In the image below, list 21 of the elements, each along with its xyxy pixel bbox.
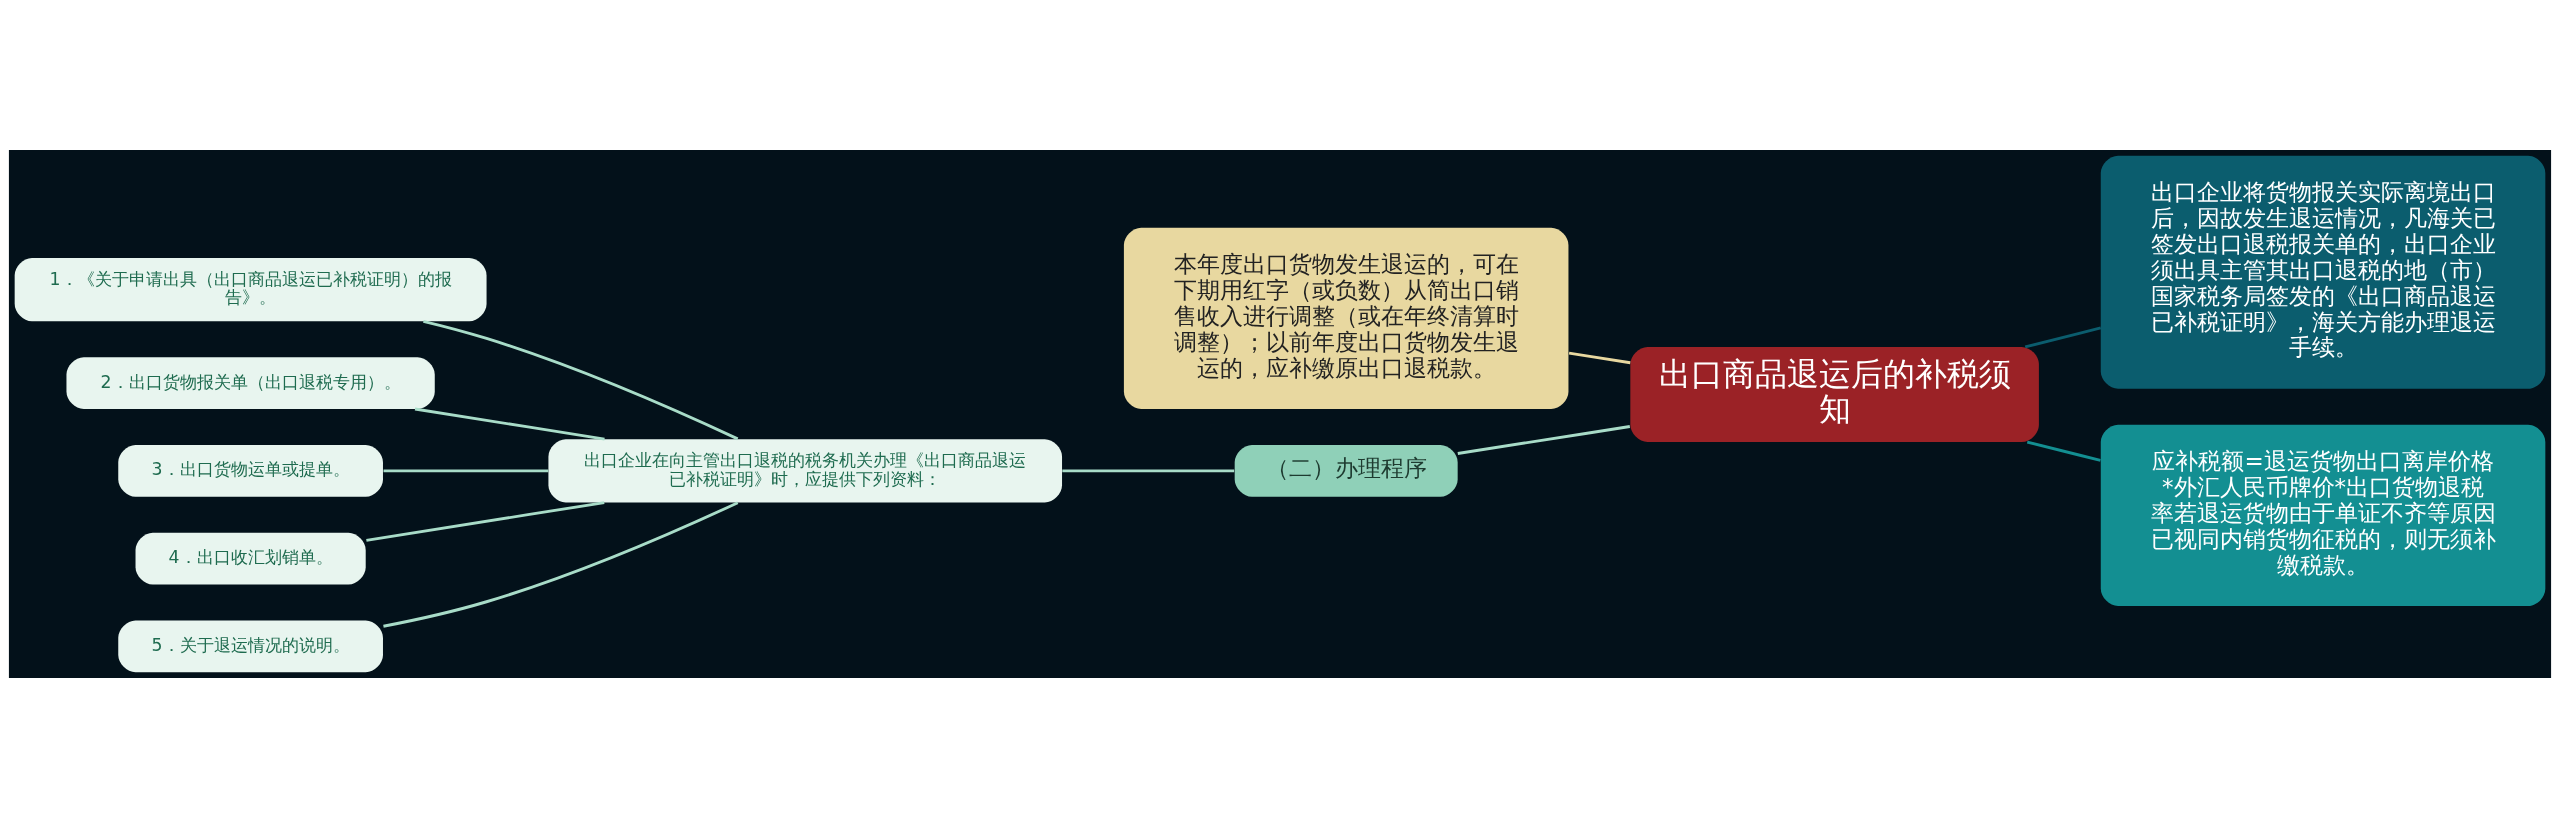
connector bbox=[383, 500, 739, 628]
node-box: （二）办理程序 bbox=[1234, 444, 1458, 497]
node-box: 本年度出口货物发生退运的，可在下期用红字（或负数）从简出口销售收入进行调整（或在年终清算时调整）；以前年度出口货物发生退运的，应补缴原出口退税款。 bbox=[1123, 227, 1569, 409]
connector bbox=[1568, 351, 1631, 364]
node-box: 2．出口货物报关单（出口退税专用）。 bbox=[66, 356, 435, 409]
connector bbox=[1062, 468, 1235, 472]
node-box: 1．《关于申请出具（出口商品退运已补税证明）的报告》。 bbox=[14, 257, 487, 321]
node-box: 出口企业将货物报关实际离境出口后，因故发生退运情况，凡海关已签发出口退税报关单的，出口企业须出具主管其出口退税的地（市）国家税务局签发的《出口商品退运已补税证明》，海关方能办理退运手续。 bbox=[2100, 155, 2546, 389]
connector bbox=[383, 468, 549, 472]
connector bbox=[366, 500, 605, 542]
connector bbox=[414, 407, 605, 441]
node-box: 应补税额=退运货物出口离岸价格*外汇人民币牌价*出口货物退税率若退运货物由于单证不齐等原因已视同内销货物征税的，则无须补缴税款。 bbox=[2100, 424, 2546, 606]
node-box: 3．出口货物运单或提单。 bbox=[118, 444, 383, 497]
node-box: 5．关于退运情况的说明。 bbox=[118, 619, 383, 672]
connector bbox=[2024, 326, 2102, 348]
node-box: 出口企业在向主管出口退税的税务机关办理《出口商品退运已补税证明》时，应提供下列资料： bbox=[548, 438, 1063, 502]
connector bbox=[423, 319, 739, 440]
node-box: 出口商品退运后的补税须知 bbox=[1630, 346, 2039, 442]
connector bbox=[2026, 440, 2101, 462]
node-box: 4．出口收汇划销单。 bbox=[135, 532, 366, 584]
connector bbox=[1457, 424, 1631, 455]
